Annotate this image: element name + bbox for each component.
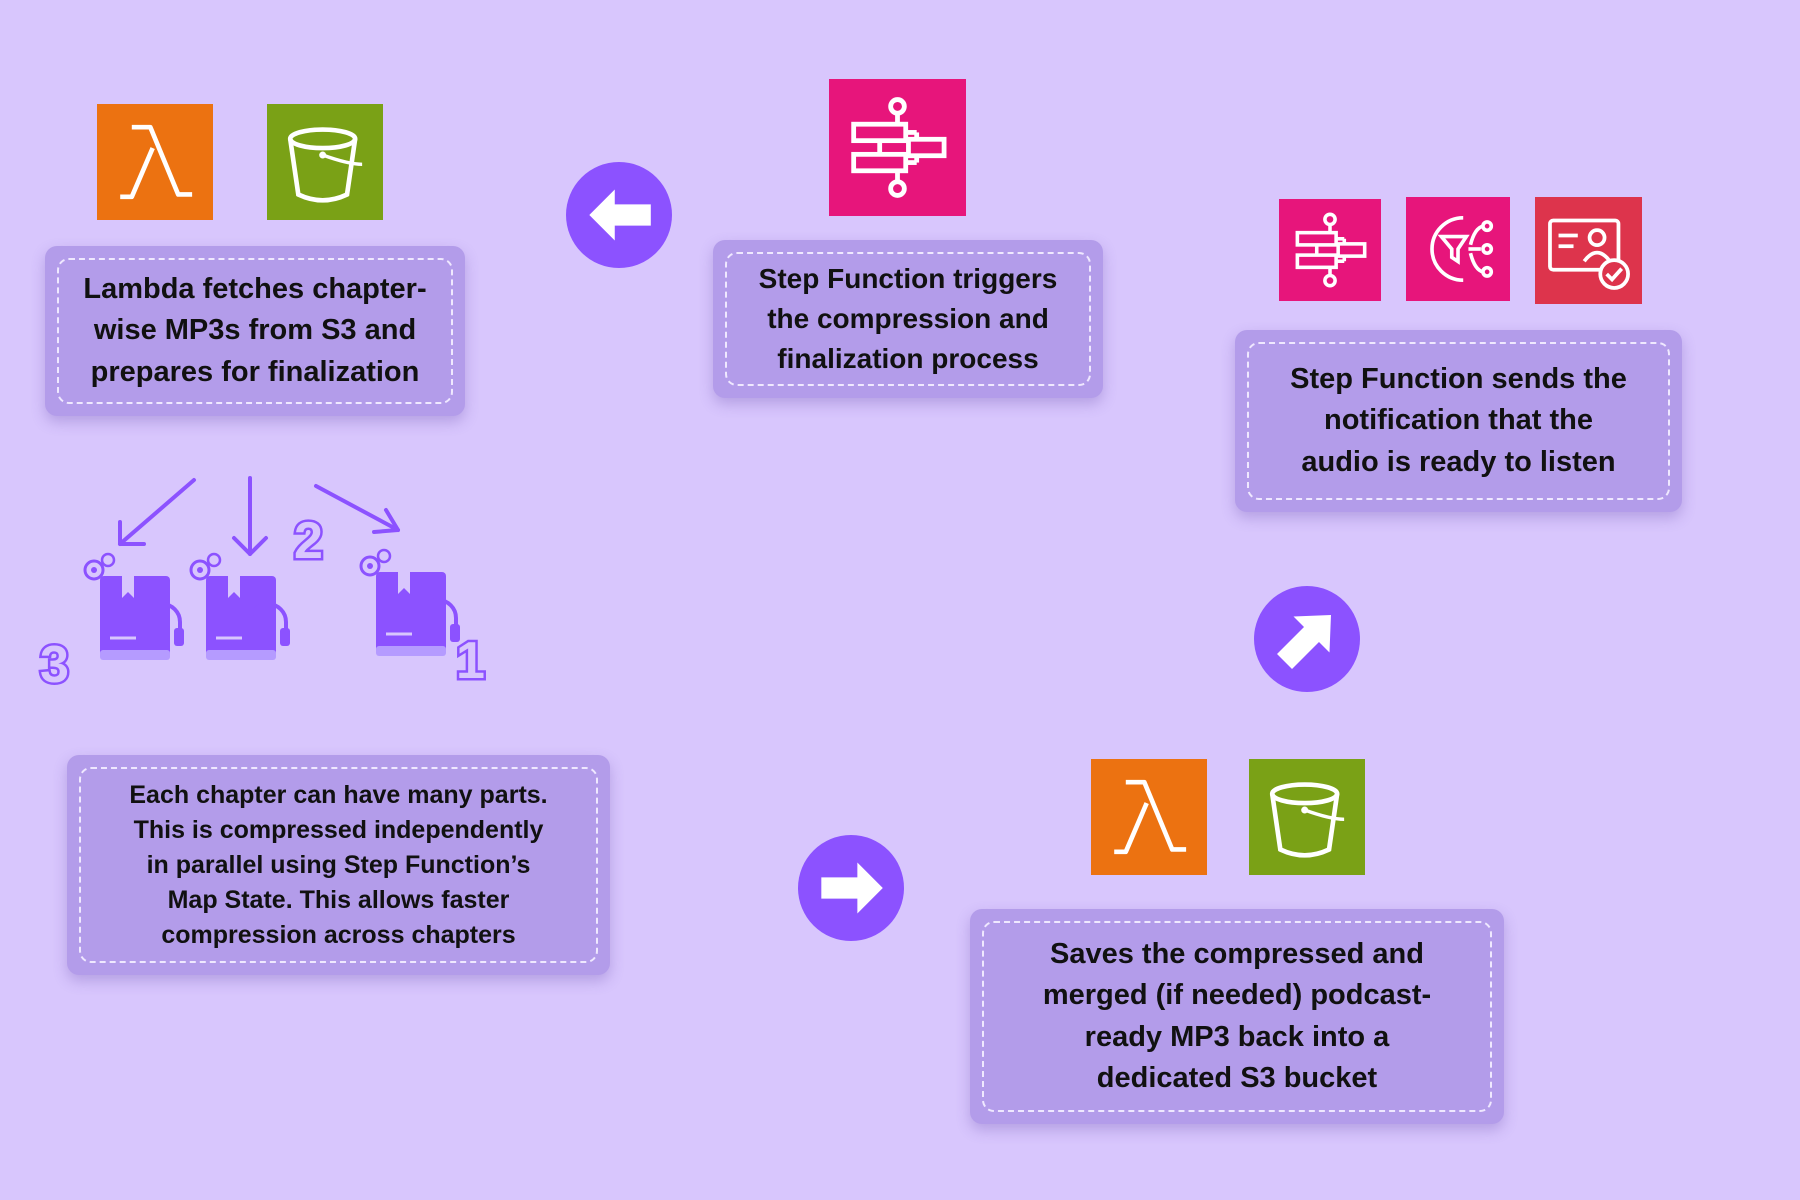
step-save-text: Saves the compressed and merged (if need… [982, 921, 1492, 1112]
chapter-number: 1 [456, 632, 485, 690]
certificate-icon [1535, 197, 1642, 304]
s3-bucket-icon [1249, 759, 1365, 875]
step-box-save: Saves the compressed and merged (if need… [970, 909, 1504, 1124]
arrow-up-icon [1254, 586, 1360, 692]
step-functions-icon [1279, 199, 1381, 301]
step-box-notify: Step Function sends the notification tha… [1235, 330, 1682, 512]
chapter-book-icon [85, 554, 184, 660]
chapter-book-icon [361, 550, 460, 656]
s3-bucket-icon [267, 104, 383, 220]
arrow-left-icon [566, 162, 672, 268]
step-box-fetch: Lambda fetches chapter- wise MP3s from S… [45, 246, 465, 416]
chapter-books-illustration: 3 2 1 [36, 470, 506, 690]
step-box-trigger: Step Function triggers the compression a… [713, 240, 1103, 398]
chapter-number: 3 [40, 636, 69, 690]
sns-icon [1406, 197, 1510, 301]
step-functions-icon [829, 79, 966, 216]
step-box-parallel: Each chapter can have many parts. This i… [67, 755, 610, 975]
lambda-icon [1091, 759, 1207, 875]
step-parallel-text: Each chapter can have many parts. This i… [79, 767, 598, 963]
step-trigger-text: Step Function triggers the compression a… [725, 252, 1091, 386]
arrow-right-icon [798, 835, 904, 941]
chapter-book-icon [191, 554, 290, 660]
step-notify-text: Step Function sends the notification tha… [1247, 342, 1670, 500]
chapter-number: 2 [294, 512, 323, 570]
lambda-icon [97, 104, 213, 220]
step-fetch-text: Lambda fetches chapter- wise MP3s from S… [57, 258, 453, 404]
